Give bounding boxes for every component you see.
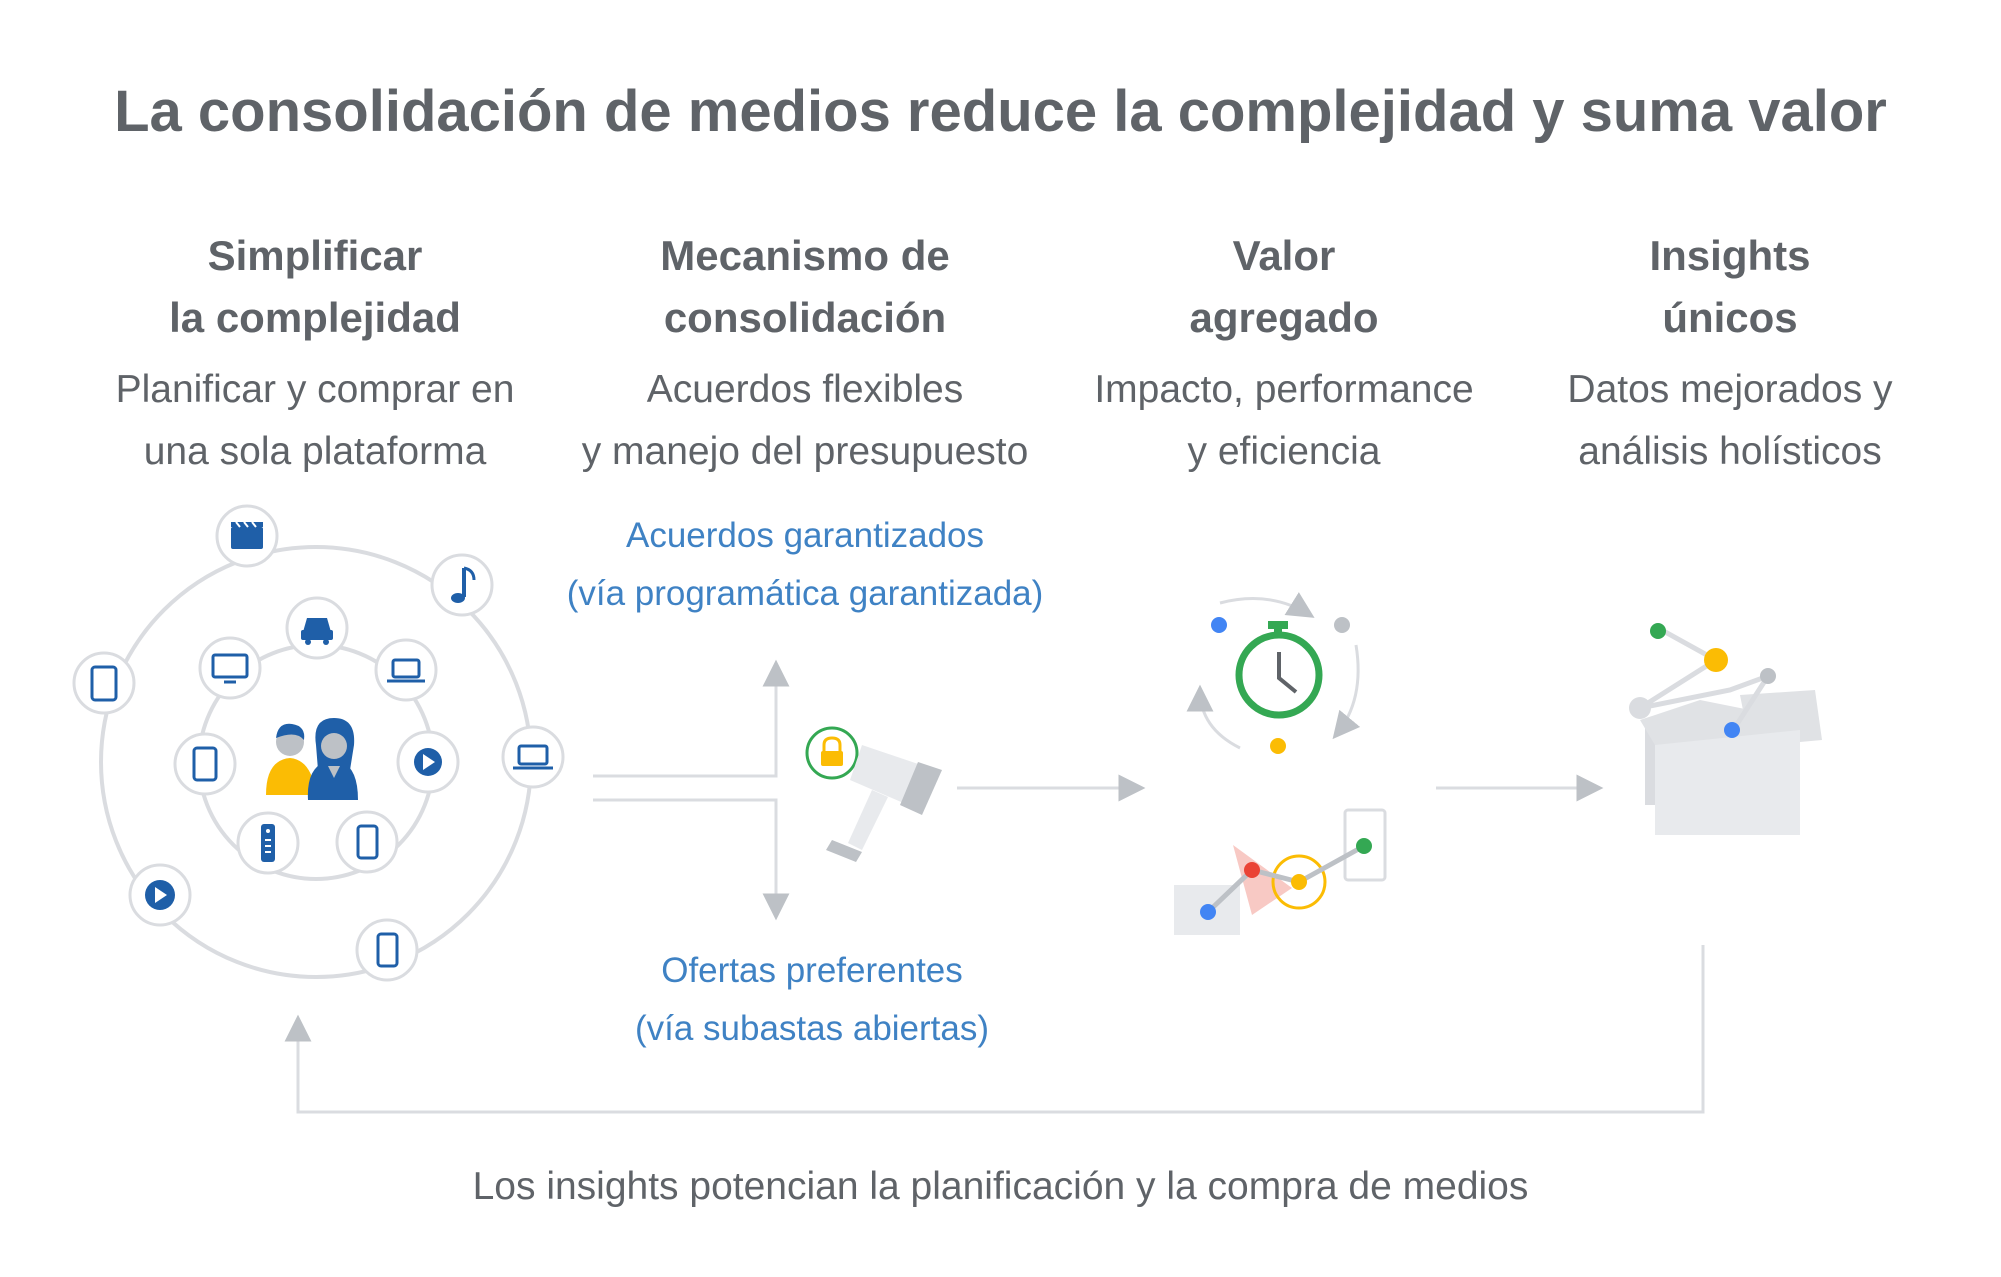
laptop-icon xyxy=(501,725,565,789)
growth-chart-icon xyxy=(1174,808,1387,935)
branch-top-label: Acuerdos garantizados (vía programática … xyxy=(566,516,1044,613)
padlock-icon xyxy=(805,726,859,780)
film-icon xyxy=(215,504,279,568)
phone-icon xyxy=(355,918,419,982)
page-title: La consolidación de medios reduce la com… xyxy=(114,79,1887,144)
stopwatch-icon xyxy=(1186,592,1361,754)
branch-bottom-label: Ofertas preferentes (vía subastas abiert… xyxy=(634,951,990,1048)
tablet-icon xyxy=(173,732,237,796)
car-icon xyxy=(285,596,349,660)
tablet-icon xyxy=(72,651,136,715)
people-icon xyxy=(266,718,358,800)
megaphone-icon xyxy=(826,745,942,862)
column-heading: Valor agregado xyxy=(1189,232,1379,341)
monitor-icon xyxy=(198,636,262,700)
column-added-value: Valor agregado Impacto, performance y ef… xyxy=(1044,225,1524,483)
play-icon xyxy=(396,730,460,794)
music-note-icon xyxy=(430,553,494,617)
phone-icon xyxy=(335,810,399,874)
column-heading: Mecanismo de consolidación xyxy=(660,232,950,341)
column-insights: Insights únicos Datos mejorados y anális… xyxy=(1490,225,1970,483)
tv-remote-icon xyxy=(236,811,300,875)
laptop-icon xyxy=(374,638,438,702)
column-heading: Insights únicos xyxy=(1649,232,1811,341)
column-subtitle: Planificar y comprar en una sola platafo… xyxy=(115,368,515,473)
column-simplify: Simplificar la complejidad Planificar y … xyxy=(75,225,555,483)
column-heading: Simplificar la complejidad xyxy=(169,232,461,341)
footer-caption: Los insights potencian la planificación … xyxy=(472,1165,1529,1208)
column-subtitle: Impacto, performance y eficiencia xyxy=(1094,368,1474,473)
feedback-loop xyxy=(284,945,1705,1114)
column-subtitle: Datos mejorados y análisis holísticos xyxy=(1567,368,1893,473)
column-subtitle: Acuerdos flexibles y manejo del presupue… xyxy=(581,368,1029,473)
column-consolidation: Mecanismo de consolidación Acuerdos flex… xyxy=(565,225,1045,483)
boxes-network-icon xyxy=(1629,623,1822,835)
play-icon xyxy=(128,863,192,927)
consolidation-connector xyxy=(593,659,790,921)
